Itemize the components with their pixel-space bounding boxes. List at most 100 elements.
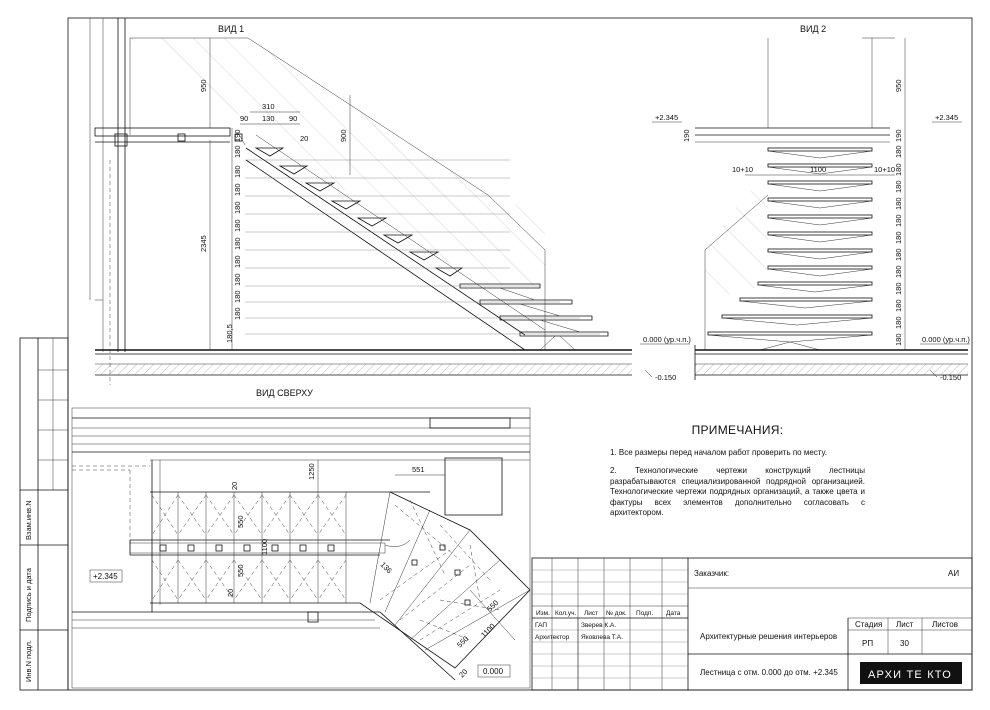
level-000-left: 0.000 (ур.ч.п.) [643, 335, 691, 344]
dim-v2-1100: 1100 [810, 165, 826, 174]
dim-v1-310: 310 [262, 102, 275, 111]
stamp-field-original-inventory: Инв.N подл. [24, 640, 33, 682]
tb-col-data: Дата [666, 610, 681, 617]
dim-v1-900: 900 [339, 129, 348, 142]
tb-stage: РП [862, 639, 873, 648]
dim-v2-riser-6: 180 [894, 231, 903, 244]
view-1: ВИД 1 [89, 18, 632, 385]
dim-top-551: 551 [412, 465, 425, 474]
tb-col-podp: Подп. [636, 610, 653, 617]
dim-v1-2345: 2345 [199, 235, 208, 252]
dim-top-550b: 550 [236, 564, 245, 577]
dim-top-20c: 20 [457, 667, 469, 679]
tb-stage-label: Стадия [855, 620, 882, 629]
dim-top-20a: 20 [230, 482, 239, 490]
dim-v1-riser-4: 180 [233, 201, 242, 214]
tb-role-gap: ГАП [535, 622, 547, 629]
tb-sheet-number: 30 [900, 639, 909, 648]
dim-v1-180-5: 180,5 [225, 324, 234, 343]
dim-v1-riser-3: 180 [233, 183, 242, 196]
tb-col-izm: Изм. [536, 610, 550, 617]
view-2-title: ВИД 2 [800, 24, 826, 34]
dim-v1-riser-1: 180 [233, 145, 242, 158]
tb-role-architect: Архитектор [535, 634, 570, 641]
dim-top-136: 136 [379, 560, 394, 575]
dim-v2-riser-3: 180 [894, 180, 903, 193]
dim-v1-riser-7: 180 [233, 255, 242, 268]
dim-v1-130: 130 [262, 114, 275, 123]
tb-sheet-label: Лист [896, 620, 914, 629]
dim-v2-190: 190 [682, 129, 691, 142]
top-view-winder-braces [379, 499, 501, 641]
view-2: ВИД 2 +2.345 +2.345 190 1100 10+10 10+10 [652, 24, 968, 380]
top-view-winder-lines [369, 491, 531, 651]
dim-v1-riser-6: 180 [233, 237, 242, 250]
tb-col-list: Лист [584, 610, 598, 617]
dim-v1-950: 950 [199, 79, 208, 92]
level-000-right: 0.000 (ур.ч.п.) [922, 335, 970, 344]
tb-col-ndoc: № док. [606, 610, 627, 617]
dim-v2-riser-12: 180 [894, 333, 903, 346]
top-view-title: ВИД СВЕРХУ [256, 388, 313, 398]
tb-name-architect: Яковлева Т.А. [581, 634, 623, 641]
dim-top-550a: 550 [236, 515, 245, 528]
company-logo [860, 662, 962, 684]
notes-title: ПРИМЕЧАНИЯ: [691, 423, 784, 437]
dim-top-20b: 20 [226, 589, 235, 597]
dim-v1-riser-2: 180 [233, 165, 242, 178]
view-1-riser-dims: 190 180 180 180 180 180 180 180 180 180 … [225, 129, 242, 343]
dim-v2-riser-11: 180 [894, 316, 903, 329]
dim-v2-riser-2: 180 [894, 163, 903, 176]
tb-sheets-label: Листов [932, 620, 958, 629]
view-2-riser-dims: 190 180 180 180 180 180 180 180 180 180 … [894, 129, 903, 346]
tb-project-name: Архитектурные решения интерьеров [700, 632, 837, 641]
tb-name-gap: Зверев К.А. [581, 622, 616, 629]
dim-top-1100a: 1100 [260, 539, 269, 555]
dim-top-550d: 550 [455, 634, 470, 649]
level-v2-2345-right: +2.345 [935, 113, 958, 122]
notes-block: ПРИМЕЧАНИЯ: 1. Все размеры перед началом… [610, 423, 865, 527]
dim-top-1250: 1250 [307, 463, 316, 480]
title-block: Изм. Кол.уч. Лист № док. Подп. Дата ГАП … [531, 557, 973, 691]
company-logo-text: АРХИ ТЕ КТО [868, 669, 952, 681]
dim-v1-190: 190 [233, 129, 242, 142]
top-view-braces [151, 494, 347, 601]
dim-v2-riser-7: 180 [894, 248, 903, 261]
top-view-treads [177, 492, 347, 603]
dim-v2-190-right: 190 [894, 129, 903, 142]
view-1-riser-guides [245, 159, 600, 335]
dim-v1-20: 20 [300, 134, 308, 143]
floor-level-marks: 0.000 (ур.ч.п.) 0.000 (ур.ч.п.) -0.150 -… [640, 335, 970, 382]
side-stamp: Взам.инв.N Подпись и дата Инв.N подл. [19, 337, 69, 691]
stamp-field-signature-date: Подпись и дата [24, 567, 33, 622]
tb-col-kol: Кол.уч. [555, 610, 576, 617]
top-view: ВИД СВЕРХУ [71, 388, 531, 689]
view-1-treads [254, 147, 609, 337]
dim-v2-10-left: 10+10 [732, 165, 753, 174]
dim-top-1100b: 1100 [479, 622, 497, 640]
dim-v2-riser-8: 180 [894, 265, 903, 278]
stamp-field-replacement: Взам.инв.N [24, 500, 33, 540]
dim-top-550c: 550 [485, 598, 500, 613]
dim-v2-950: 950 [894, 79, 903, 92]
view-2-tread-supports [707, 150, 873, 351]
dim-v1-riser-8: 180 [233, 273, 242, 286]
view-1-title: ВИД 1 [218, 24, 244, 34]
dim-v2-riser-9: 180 [894, 282, 903, 295]
level-v2-2345-left: +2.345 [655, 113, 678, 122]
note-1: 1. Все размеры перед началом работ прове… [610, 447, 827, 457]
note-2: 2. Технологические чертежи конструкций л… [610, 466, 865, 517]
dim-v2-riser-4: 180 [894, 197, 903, 210]
top-view-winder-marks [411, 544, 471, 606]
level-150-right: -0.150 [940, 373, 961, 382]
dim-v1-riser-10: 180 [233, 307, 242, 320]
dim-v2-riser-5: 180 [894, 214, 903, 227]
dim-v2-10-right: 10+10 [874, 165, 895, 174]
view-2-treads [707, 147, 873, 336]
top-view-stringer-marks [159, 544, 335, 552]
plan-level-2345: +2.345 [93, 572, 118, 581]
level-150-left: -0.150 [655, 373, 676, 382]
dim-v1-riser-9: 180 [233, 290, 242, 303]
tb-sheet-title: Лестница с отм. 0.000 до отм. +2.345 [700, 668, 838, 677]
